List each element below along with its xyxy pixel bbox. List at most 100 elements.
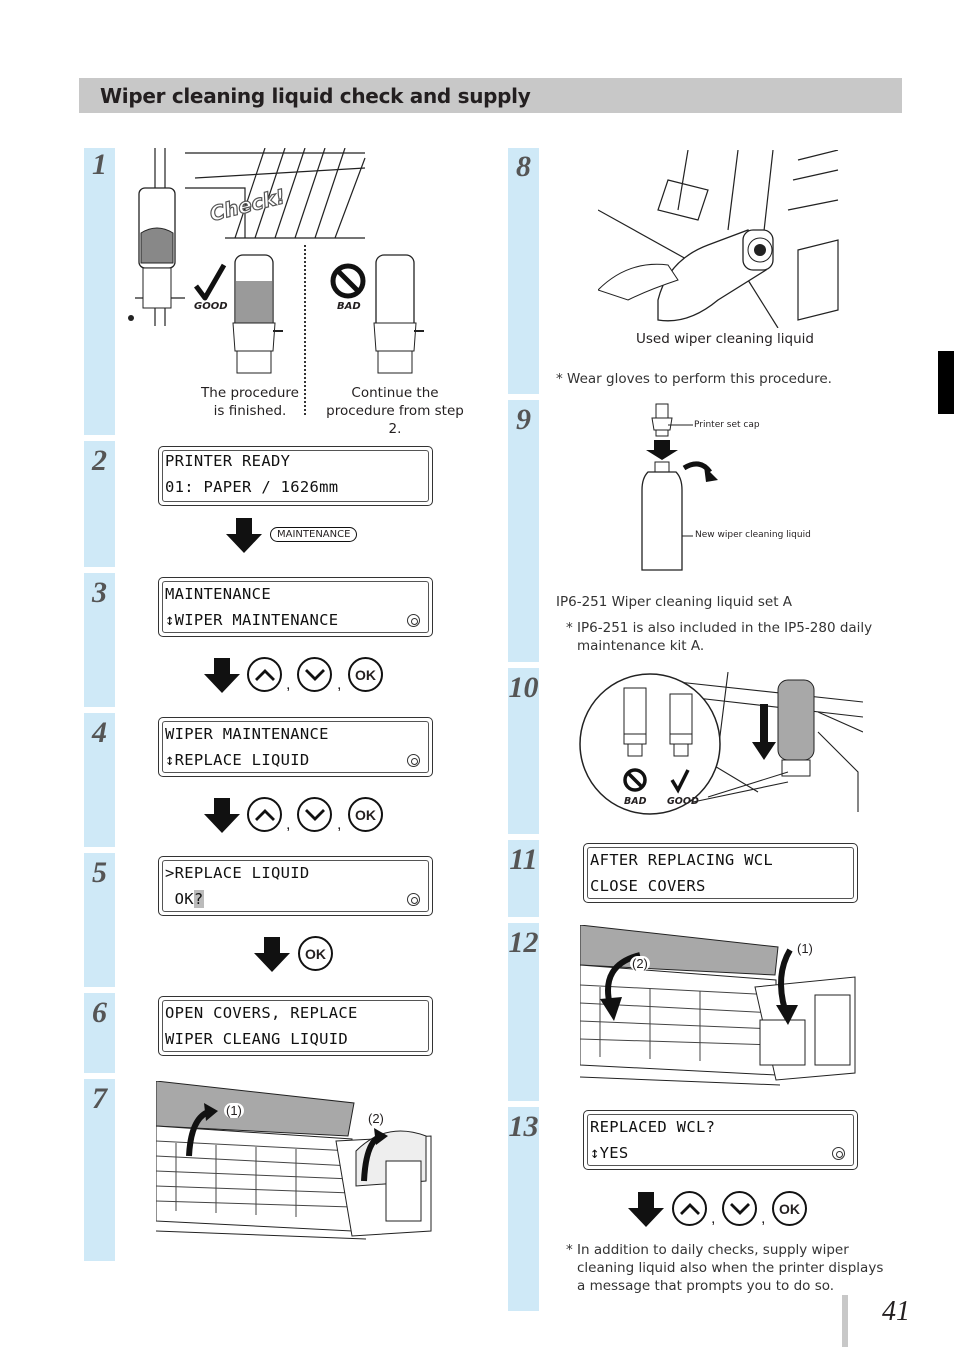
- separator: ,: [761, 1210, 766, 1227]
- good-label: GOOD: [667, 796, 699, 807]
- good-caption-line2: is finished.: [213, 403, 287, 419]
- label-1: (1): [797, 941, 813, 956]
- step-strip-8: [508, 148, 539, 394]
- chapter-tab: [938, 351, 954, 414]
- step-number-2: 2: [92, 444, 107, 477]
- step-number-9: 9: [516, 403, 531, 436]
- separator: ,: [337, 676, 342, 693]
- up-button[interactable]: [247, 657, 282, 692]
- step-number-4: 4: [92, 716, 107, 749]
- label-1: (1): [224, 1103, 244, 1118]
- good-label: GOOD: [194, 301, 228, 312]
- bad-bottle-illustration: [373, 254, 424, 374]
- lcd-line1: WIPER MAINTENANCE: [165, 725, 329, 743]
- chevron-down-icon: [729, 1202, 750, 1215]
- maintenance-key[interactable]: MAINTENANCE: [270, 527, 358, 542]
- chevron-up-icon: [254, 808, 275, 821]
- step-strip-1: [84, 148, 115, 435]
- bad-label: BAD: [337, 301, 361, 312]
- section-header-bar: [79, 78, 902, 113]
- step-number-1: 1: [92, 148, 107, 181]
- up-button[interactable]: [672, 1191, 707, 1226]
- lcd-line2: 01: PAPER / 1626mm: [165, 478, 339, 496]
- lcd-line2: ↕REPLACE LIQUID: [165, 751, 310, 769]
- lcd-panel-step6: OPEN COVERS, REPLACE WIPER CLEANG LIQUID: [158, 996, 433, 1056]
- step-strip-10: [508, 668, 539, 834]
- chevron-up-icon: [254, 668, 275, 681]
- ok-button[interactable]: OK: [772, 1191, 807, 1226]
- down-button[interactable]: [297, 797, 332, 832]
- separator: ,: [286, 676, 291, 693]
- printer-set-cap-label: Printer set cap: [694, 420, 760, 430]
- step-number-3: 3: [92, 576, 107, 609]
- daily-check-note: * In addition to daily checks, supply wi…: [566, 1241, 883, 1295]
- wiper-tank-illustration: [128, 148, 367, 326]
- separator: ,: [286, 816, 291, 833]
- lcd-panel-step3: MAINTENANCE ↕WIPER MAINTENANCE: [158, 577, 433, 637]
- chevron-down-icon: [304, 668, 325, 681]
- daily-check-note-line3: a message that prompts you to do so.: [577, 1278, 835, 1294]
- label-2: (2): [368, 1111, 384, 1126]
- kit-note-line1: * IP6-251 is also included in the IP5-28…: [566, 620, 873, 636]
- daily-check-note-line2: cleaning liquid also when the printer di…: [577, 1260, 884, 1276]
- step-strip-5: [84, 853, 115, 987]
- step-number-8: 8: [516, 150, 531, 183]
- lcd-line1: REPLACED WCL?: [590, 1118, 716, 1136]
- down-arrow-icon: [628, 1192, 664, 1227]
- down-arrow-icon: [204, 798, 240, 833]
- down-arrow-icon: [254, 937, 290, 972]
- daily-check-note-line1: * In addition to daily checks, supply wi…: [566, 1242, 849, 1258]
- chevron-down-icon: [304, 808, 325, 821]
- page-number: 41: [882, 1296, 910, 1327]
- up-button[interactable]: [247, 797, 282, 832]
- lcd-line2: OK?: [165, 890, 204, 908]
- step-number-7: 7: [92, 1082, 107, 1115]
- down-button[interactable]: [297, 657, 332, 692]
- divider-dotted: [304, 245, 306, 415]
- step-number-12: 12: [508, 926, 539, 959]
- lcd-line2: ↕YES: [590, 1144, 629, 1162]
- new-liquid-label: New wiper cleaning liquid: [695, 530, 811, 540]
- label-2: (2): [630, 956, 650, 971]
- ok-button[interactable]: OK: [348, 657, 383, 692]
- step-number-6: 6: [92, 996, 107, 1029]
- lcd-line2-text: OK: [165, 890, 194, 908]
- jog-dial-icon: [407, 893, 420, 906]
- kit-note: * IP6-251 is also included in the IP5-28…: [566, 619, 872, 655]
- jog-dial-icon: [407, 614, 420, 627]
- ok-button[interactable]: OK: [348, 797, 383, 832]
- section-title: Wiper cleaning liquid check and supply: [100, 84, 531, 108]
- jog-dial-icon: [407, 754, 420, 767]
- prohibited-icon: [330, 263, 366, 299]
- printer-open-covers-illustration: [156, 1081, 432, 1240]
- step-strip-13: [508, 1107, 539, 1311]
- step-strip-2: [84, 441, 115, 567]
- kit-note-line2: maintenance kit A.: [577, 638, 705, 654]
- good-caption: The procedure is finished.: [190, 384, 310, 420]
- bad-label: BAD: [624, 796, 647, 807]
- ok-button[interactable]: OK: [298, 936, 333, 971]
- down-arrow-icon: [226, 518, 262, 553]
- separator: ,: [711, 1210, 716, 1227]
- lcd-line1: PRINTER READY: [165, 452, 291, 470]
- step-number-10: 10: [508, 671, 539, 704]
- step-strip-7: [84, 1079, 115, 1261]
- step-strip-6: [84, 993, 115, 1073]
- bad-caption-line1: Continue the: [351, 385, 439, 401]
- lcd-panel-step13: REPLACED WCL? ↕YES: [583, 1110, 858, 1170]
- gloves-note: * Wear gloves to perform this procedure.: [556, 371, 832, 387]
- jog-dial-icon: [832, 1147, 845, 1160]
- used-liquid-removal-illustration: [598, 150, 839, 328]
- chevron-up-icon: [679, 1202, 700, 1215]
- step-strip-9: [508, 400, 539, 662]
- down-arrow-icon: [204, 658, 240, 693]
- bad-caption-line2: procedure from step 2.: [326, 403, 464, 437]
- lcd-panel-step4: WIPER MAINTENANCE ↕REPLACE LIQUID: [158, 717, 433, 777]
- lcd-line1: OPEN COVERS, REPLACE: [165, 1004, 358, 1022]
- step-number-11: 11: [509, 843, 538, 876]
- down-button[interactable]: [722, 1191, 757, 1226]
- lcd-panel-step5: >REPLACE LIQUID OK?: [158, 856, 433, 916]
- set-cap-bottle-illustration: [641, 403, 718, 571]
- lcd-cursor: ?: [193, 890, 204, 908]
- good-bottle-illustration: [232, 254, 283, 374]
